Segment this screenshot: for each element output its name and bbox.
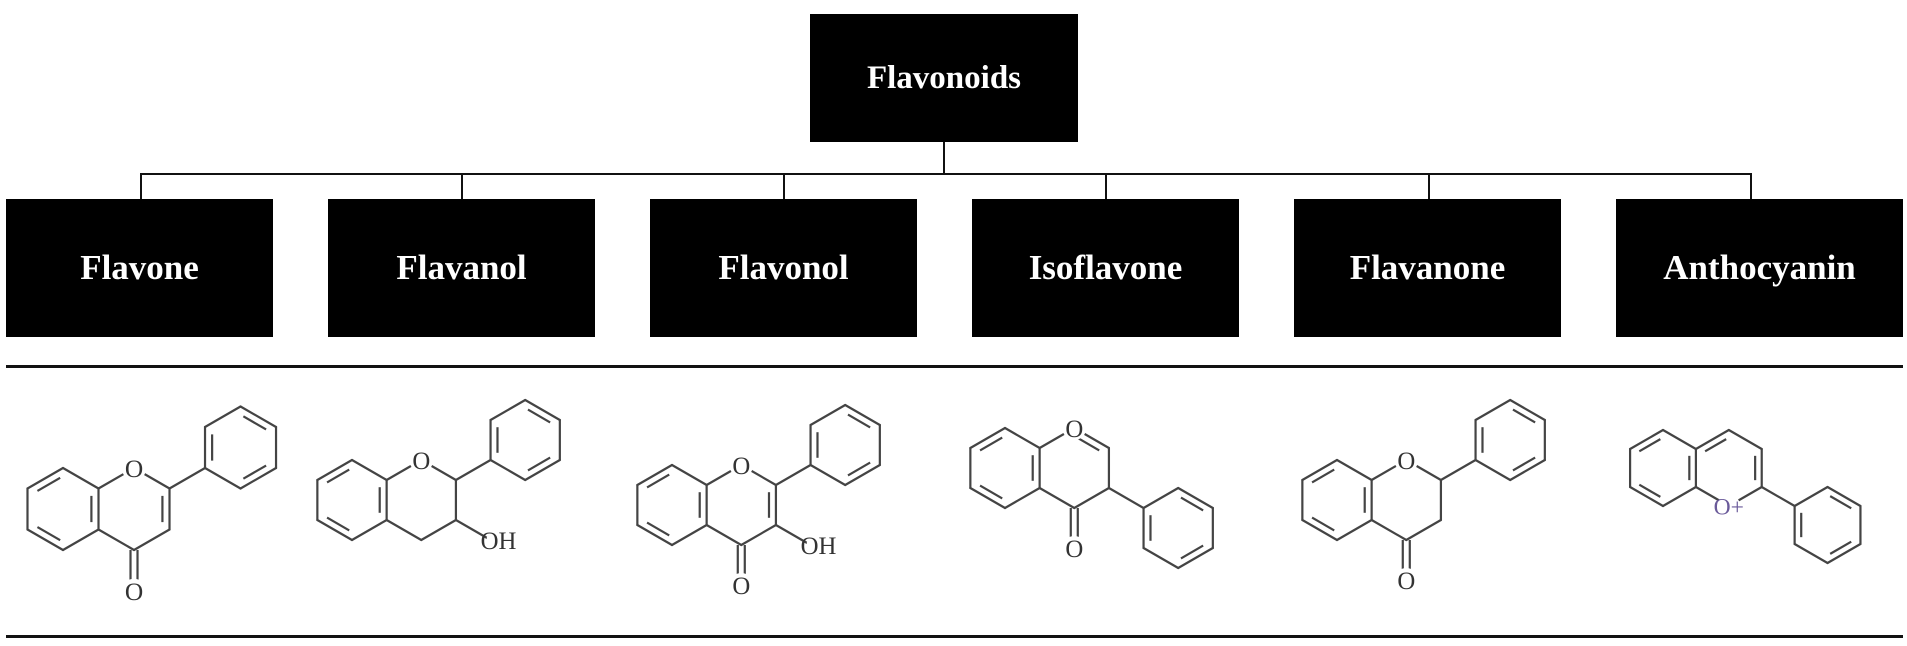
root-node-flavonoids: Flavonoids xyxy=(810,14,1078,142)
node-flavanone: Flavanone xyxy=(1294,199,1561,337)
connector-branch xyxy=(783,173,785,199)
root-label: Flavonoids xyxy=(866,59,1022,96)
connector-trunk xyxy=(943,142,945,175)
flavone-structure: OO xyxy=(26,405,278,606)
node-label: Flavanone xyxy=(1349,248,1506,287)
node-flavone: Flavone xyxy=(6,199,273,337)
connector-bar xyxy=(140,173,1752,175)
node-label: Flavanol xyxy=(396,248,527,287)
node-anthocyanin: Anthocyanin xyxy=(1616,199,1903,337)
anthocyanin-structure: O+ xyxy=(1628,428,1862,565)
isoflavone-structure: OO xyxy=(969,416,1214,570)
hydroxyl-label: OH xyxy=(481,528,517,555)
connector-branch xyxy=(1428,173,1430,199)
node-label: Anthocyanin xyxy=(1663,248,1856,287)
ring-oxygen-label: O xyxy=(125,455,143,483)
flavonol-structure: O OH O xyxy=(636,403,881,600)
connector-branch xyxy=(140,173,142,199)
node-flavonol: Flavonol xyxy=(650,199,917,337)
connector-branch xyxy=(1105,173,1107,199)
connector-branch xyxy=(1750,173,1752,199)
node-label: Flavone xyxy=(80,248,199,287)
node-flavanol: Flavanol xyxy=(328,199,595,337)
flavanone-structure: OO xyxy=(1301,398,1546,595)
carbonyl-oxygen-label: O xyxy=(125,578,143,606)
ring-oxygen-label: O+ xyxy=(1714,494,1744,520)
node-isoflavone: Isoflavone xyxy=(972,199,1239,337)
ring-oxygen-label: O xyxy=(1065,416,1083,443)
carbonyl-oxygen-label: O xyxy=(732,573,750,600)
ring-oxygen-label: O xyxy=(1397,448,1415,475)
carbonyl-oxygen-label: O xyxy=(1065,536,1083,563)
ring-oxygen-label: O xyxy=(412,448,430,475)
carbonyl-oxygen-label: O xyxy=(1397,568,1415,595)
connector-branch xyxy=(461,173,463,199)
ring-oxygen-label: O xyxy=(732,453,750,480)
divider-top xyxy=(6,365,1903,368)
flavanol-structure: OH O xyxy=(316,398,561,555)
node-label: Flavonol xyxy=(718,248,849,287)
hydroxyl-label: OH xyxy=(801,533,837,560)
node-label: Isoflavone xyxy=(1028,248,1183,287)
divider-bottom xyxy=(6,635,1903,638)
